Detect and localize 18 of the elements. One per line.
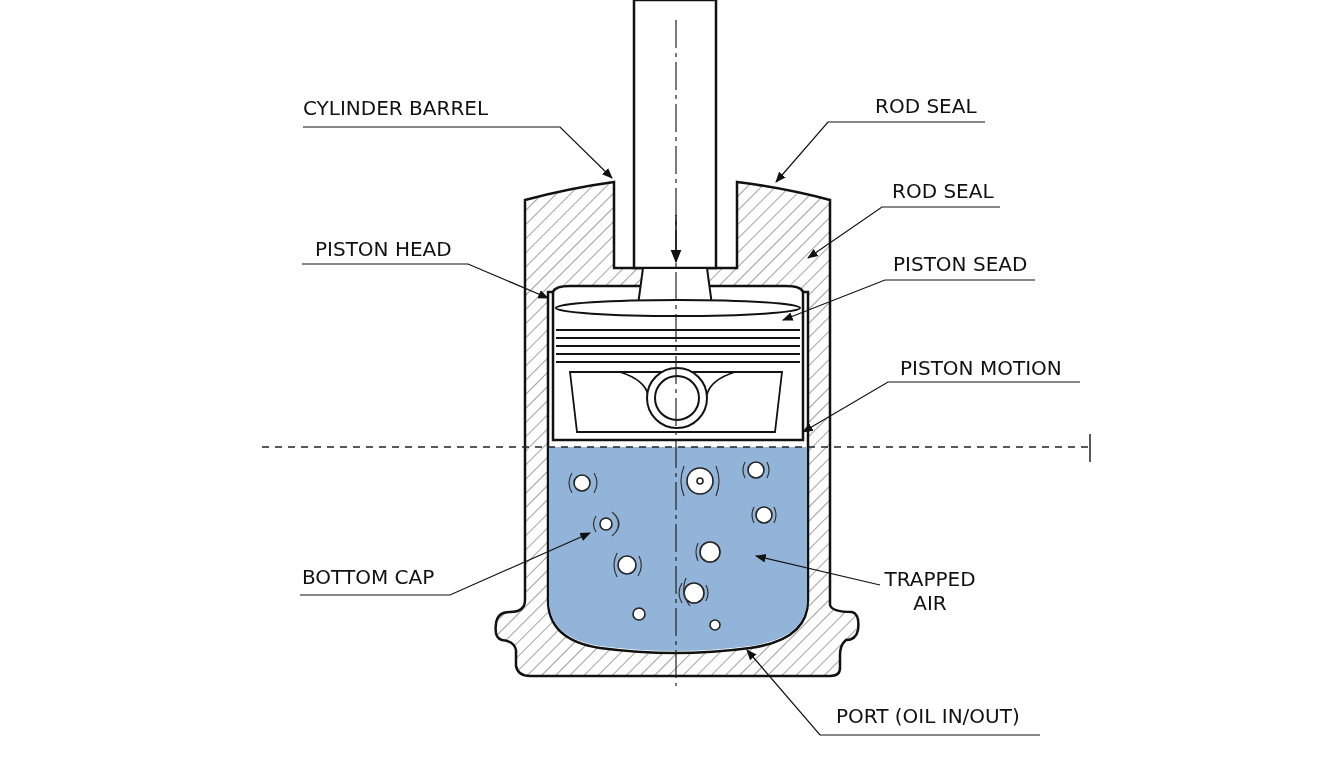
leader-line xyxy=(775,121,986,183)
part-label: TRAPPED AIR xyxy=(880,567,980,615)
leader-line xyxy=(302,126,613,179)
part-label: ROD SEAL xyxy=(875,94,985,118)
part-label: PISTON MOTION xyxy=(900,356,1076,380)
leader-line xyxy=(301,263,549,299)
leader-line xyxy=(782,279,1036,321)
part-label: CYLINDER BARREL xyxy=(303,96,503,120)
part-label: PORT (OIL IN/OUT) xyxy=(836,704,1040,728)
part-label: PISTON HEAD xyxy=(315,237,465,261)
part-label: PISTON SEAD xyxy=(893,252,1035,276)
part-label: ROD SEAL xyxy=(892,179,1000,203)
part-label: BOTTOM CAP xyxy=(302,565,450,589)
leader-line xyxy=(802,381,1081,433)
leader-line xyxy=(807,206,1001,259)
leader-line xyxy=(746,649,1041,736)
leader-line xyxy=(754,554,881,586)
leader-line xyxy=(299,532,591,596)
